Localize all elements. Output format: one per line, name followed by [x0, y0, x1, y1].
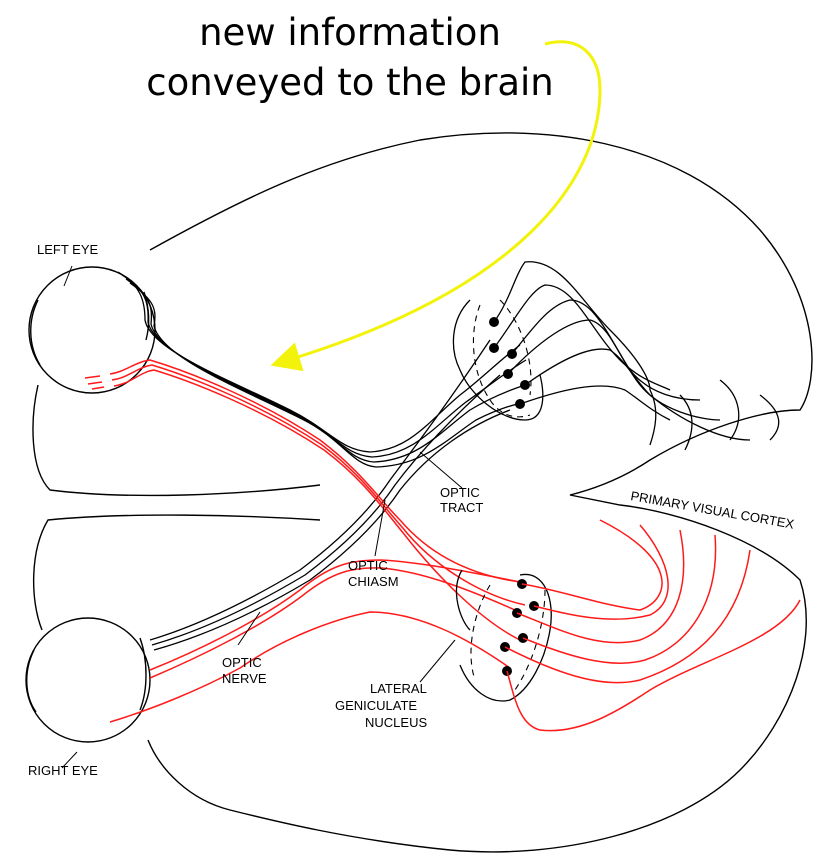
label-optic-chiasm-1: OPTIC	[348, 558, 388, 573]
label-lgn-1: LATERAL	[370, 681, 427, 696]
label-optic-tract-1: OPTIC	[440, 485, 480, 500]
label-primary-visual-cortex: PRIMARY VISUAL CORTEX	[629, 488, 795, 532]
label-lgn-2: GENICULATE	[335, 698, 417, 713]
label-optic-tract-2: TRACT	[440, 500, 483, 515]
label-lgn-3: NUCLEUS	[365, 715, 427, 730]
right-eye-red-fibers	[110, 560, 520, 722]
right-lateral-geniculate-nucleus	[457, 570, 552, 701]
label-optic-chiasm-2: CHIASM	[348, 574, 399, 589]
label-right-eye: RIGHT EYE	[28, 763, 98, 778]
label-optic-nerve-1: OPTIC	[222, 655, 262, 670]
right-optic-radiations	[505, 520, 800, 731]
right-eyeball	[26, 618, 150, 742]
yellow-arrow	[282, 42, 600, 362]
label-optic-nerve-2: NERVE	[222, 671, 267, 686]
left-hemisphere-edge	[33, 385, 320, 495]
label-left-eye: LEFT EYE	[37, 242, 99, 257]
